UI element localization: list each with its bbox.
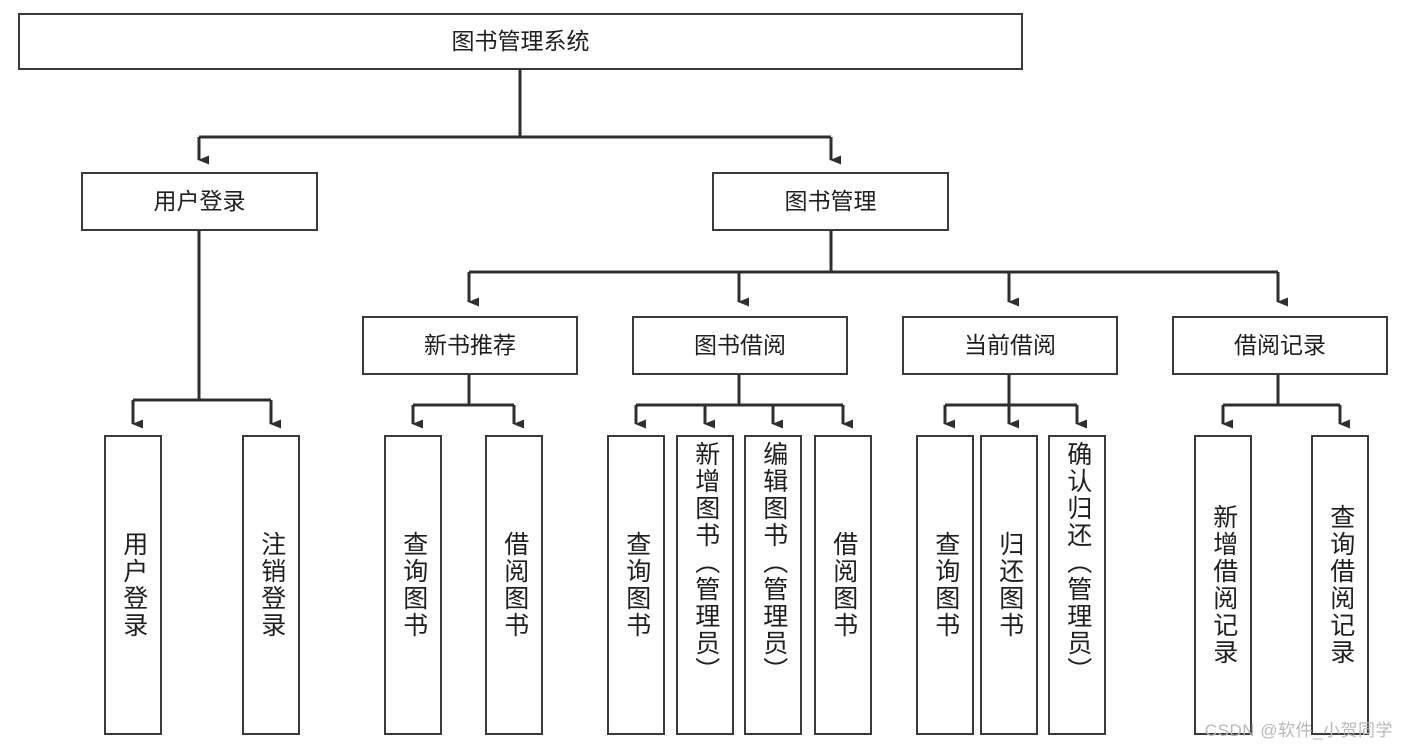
node-leaf-confirm-return[interactable]: 确认归还（管理员）: [1048, 435, 1106, 735]
node-user-login[interactable]: 用户登录: [81, 172, 318, 231]
node-leaf-logout-login[interactable]: 注销登录: [242, 435, 300, 735]
node-leaf-query-book-1[interactable]: 查询图书: [384, 435, 442, 735]
node-leaf-edit-book-label: 编辑图书（管理员）: [759, 441, 788, 684]
node-leaf-user-login[interactable]: 用户登录: [104, 435, 162, 735]
node-leaf-borrow-book-1-label: 借阅图书: [500, 531, 529, 639]
node-leaf-return-book[interactable]: 归还图书: [980, 435, 1038, 735]
node-root-label: 图书管理系统: [451, 27, 590, 54]
node-book-manage-label: 图书管理: [784, 187, 877, 214]
node-leaf-query-book-2-label: 查询图书: [622, 531, 651, 639]
node-leaf-query-book-2[interactable]: 查询图书: [607, 435, 665, 735]
node-leaf-borrow-book-1[interactable]: 借阅图书: [485, 435, 543, 735]
node-leaf-return-book-label: 归还图书: [995, 531, 1024, 639]
node-leaf-confirm-return-label: 确认归还（管理员）: [1063, 441, 1092, 684]
node-leaf-add-record[interactable]: 新增借阅记录: [1194, 435, 1252, 735]
csdn-watermark: CSDN @软件_小贺同学: [1204, 721, 1393, 740]
node-leaf-query-book-3-label: 查询图书: [931, 531, 960, 639]
node-leaf-borrow-book-2-label: 借阅图书: [829, 531, 858, 639]
node-root[interactable]: 图书管理系统: [18, 13, 1023, 70]
node-leaf-add-book[interactable]: 新增图书（管理员）: [676, 435, 734, 735]
node-current-borrow[interactable]: 当前借阅: [902, 316, 1118, 375]
node-book-borrow-label: 图书借阅: [694, 331, 786, 358]
node-current-borrow-label: 当前借阅: [964, 331, 1056, 358]
node-new-book-rec-label: 新书推荐: [424, 331, 516, 358]
node-leaf-add-record-label: 新增借阅记录: [1209, 504, 1238, 666]
node-leaf-add-book-label: 新增图书（管理员）: [691, 441, 720, 684]
node-leaf-logout-login-label: 注销登录: [257, 531, 286, 639]
node-borrow-record[interactable]: 借阅记录: [1172, 316, 1388, 375]
node-leaf-query-record[interactable]: 查询借阅记录: [1311, 435, 1369, 735]
node-new-book-rec[interactable]: 新书推荐: [362, 316, 578, 375]
node-leaf-query-book-3[interactable]: 查询图书: [916, 435, 974, 735]
node-leaf-edit-book[interactable]: 编辑图书（管理员）: [744, 435, 802, 735]
node-book-manage[interactable]: 图书管理: [712, 172, 949, 231]
node-book-borrow[interactable]: 图书借阅: [632, 316, 848, 375]
node-leaf-query-book-1-label: 查询图书: [399, 531, 428, 639]
node-leaf-query-record-label: 查询借阅记录: [1326, 504, 1355, 666]
node-user-login-label: 用户登录: [153, 187, 246, 214]
node-borrow-record-label: 借阅记录: [1234, 331, 1326, 358]
node-leaf-borrow-book-2[interactable]: 借阅图书: [814, 435, 872, 735]
node-leaf-user-login-label: 用户登录: [119, 531, 148, 639]
